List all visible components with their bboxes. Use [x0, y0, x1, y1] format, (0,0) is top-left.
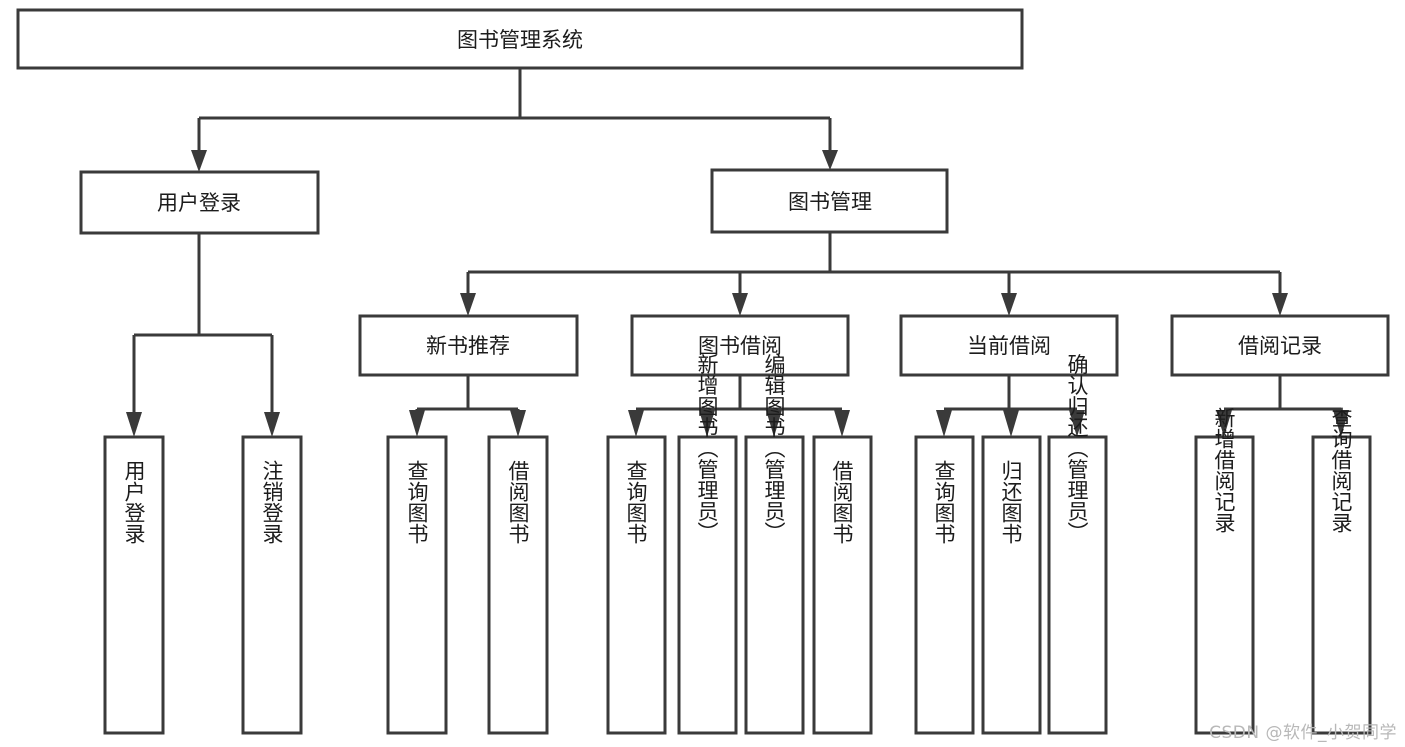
node-user-login-label: 用户登录 [157, 191, 241, 215]
node-leaf-add-book[interactable]: 新增图书（管理员） [677, 354, 738, 735]
node-user-login-box[interactable] [79, 170, 320, 235]
node-leaf-query-book-3-box[interactable] [914, 435, 975, 735]
node-leaf-borrow-book-1[interactable]: 借阅图书 [487, 435, 549, 735]
arrow-leaf-confirm-return [1069, 410, 1085, 437]
node-borrow-record-label: 借阅记录 [1238, 334, 1322, 358]
arrow-to-new-book-recommend [460, 293, 476, 316]
arrow-to-current-borrow [1001, 293, 1017, 316]
arrow-leaf-borrow-book-2 [834, 410, 850, 437]
node-leaf-user-logout-box[interactable] [241, 435, 303, 735]
node-book-borrow-box[interactable] [630, 314, 850, 377]
node-current-borrow-label: 当前借阅 [967, 334, 1051, 358]
node-leaf-return-book[interactable]: 归还图书 [981, 435, 1042, 735]
node-book-manage-label: 图书管理 [788, 190, 872, 214]
arrow-leaf-query-record [1333, 410, 1349, 437]
arrow-to-book-borrow [732, 293, 748, 316]
node-new-book-recommend[interactable]: 新书推荐 [358, 314, 579, 377]
arrow-leaf-query-book-3 [936, 410, 952, 437]
node-leaf-confirm-return-box[interactable] [1047, 435, 1108, 735]
node-current-borrow[interactable]: 当前借阅 [899, 314, 1119, 377]
node-current-borrow-box[interactable] [899, 314, 1119, 377]
node-leaf-user-logout[interactable]: 注销登录 [241, 435, 303, 735]
arrow-leaf-query-book-2 [628, 410, 644, 437]
connector-layer [126, 68, 1349, 437]
node-leaf-query-book-1-box[interactable] [386, 435, 448, 735]
node-leaf-borrow-book-2-box[interactable] [812, 435, 873, 735]
node-user-login[interactable]: 用户登录 [79, 170, 320, 235]
node-book-manage-box[interactable] [710, 168, 949, 234]
arrow-leaf-query-book-1 [409, 410, 425, 437]
node-borrow-record[interactable]: 借阅记录 [1170, 314, 1390, 377]
node-root-box[interactable] [16, 8, 1024, 70]
arrow-leaf-return-book [1003, 410, 1019, 437]
node-new-book-recommend-box[interactable] [358, 314, 579, 377]
node-leaf-add-record[interactable]: 新增借阅记录 [1194, 407, 1255, 735]
node-new-book-recommend-label: 新书推荐 [426, 334, 510, 358]
node-leaf-user-login-label: 用户登录 [122, 460, 146, 544]
node-leaf-query-book-3[interactable]: 查询图书 [914, 435, 975, 735]
node-leaf-user-login[interactable]: 用户登录 [103, 435, 165, 735]
node-leaf-user-login-box[interactable] [103, 435, 165, 735]
node-leaf-user-logout-label: 注销登录 [260, 460, 284, 544]
node-leaf-borrow-book-2[interactable]: 借阅图书 [812, 435, 873, 735]
node-leaf-query-record-box[interactable] [1311, 435, 1372, 735]
arrow-leaf-user-logout [264, 412, 280, 437]
node-leaf-edit-book[interactable]: 编辑图书（管理员） [744, 354, 805, 735]
arrow-to-book-manage [822, 150, 838, 170]
node-borrow-record-box[interactable] [1170, 314, 1390, 377]
node-leaf-add-record-label: 新增借阅记录 [1212, 407, 1236, 533]
node-leaf-confirm-return-label: 确认归还（管理员） [1065, 354, 1089, 543]
node-leaf-add-book-label: 新增图书（管理员） [695, 354, 719, 543]
arrow-leaf-add-book [699, 410, 715, 437]
node-leaf-add-book-box[interactable] [677, 435, 738, 735]
node-root[interactable]: 图书管理系统 [16, 8, 1024, 70]
node-book-borrow[interactable]: 图书借阅 [630, 314, 850, 377]
node-leaf-borrow-book-2-label: 借阅图书 [830, 460, 854, 544]
node-leaf-query-book-2-box[interactable] [606, 435, 667, 735]
arrow-leaf-user-login [126, 412, 142, 437]
node-book-borrow-label: 图书借阅 [698, 334, 782, 358]
node-leaf-return-book-label: 归还图书 [999, 460, 1023, 544]
node-root-label: 图书管理系统 [457, 28, 583, 52]
node-leaf-query-record[interactable]: 查询借阅记录 [1311, 407, 1372, 735]
node-leaf-borrow-book-1-box[interactable] [487, 435, 549, 735]
arrow-leaf-add-record [1216, 410, 1232, 437]
node-leaf-query-record-label: 查询借阅记录 [1329, 407, 1353, 533]
node-leaf-confirm-return[interactable]: 确认归还（管理员） [1047, 354, 1108, 735]
node-leaf-edit-book-label: 编辑图书（管理员） [762, 354, 786, 543]
node-leaf-query-book-2-label: 查询图书 [624, 460, 648, 544]
node-book-manage[interactable]: 图书管理 [710, 168, 949, 234]
csdn-watermark: CSDN @软件_小贺同学 [1209, 723, 1397, 743]
arrow-leaf-edit-book [766, 410, 782, 437]
node-leaf-add-record-box[interactable] [1194, 435, 1255, 735]
arrow-to-borrow-record [1272, 293, 1288, 316]
node-leaf-query-book-1[interactable]: 查询图书 [386, 435, 448, 735]
node-leaf-query-book-3-label: 查询图书 [932, 460, 956, 544]
node-leaf-return-book-box[interactable] [981, 435, 1042, 735]
node-leaf-edit-book-box[interactable] [744, 435, 805, 735]
arrow-leaf-borrow-book-1 [510, 410, 526, 437]
node-leaf-query-book-1-label: 查询图书 [405, 460, 429, 544]
arrow-to-user-login [191, 150, 207, 172]
node-leaf-query-book-2[interactable]: 查询图书 [606, 435, 667, 735]
node-leaf-borrow-book-1-label: 借阅图书 [506, 460, 530, 544]
